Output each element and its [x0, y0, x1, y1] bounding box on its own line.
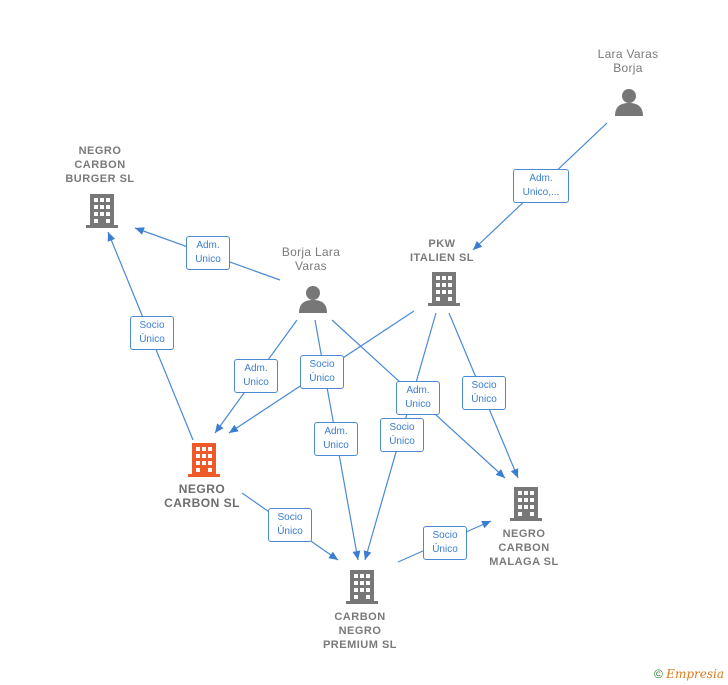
- node-label-carbon-negro-premium[interactable]: CARBON NEGRO PREMIUM SL: [322, 611, 398, 651]
- building-icon-highlighted: [188, 443, 220, 477]
- edge-label: Adm. Unico: [186, 236, 230, 270]
- edge-label: Socio Único: [268, 508, 312, 542]
- node-label-negro-carbon-malaga[interactable]: NEGRO CARBON MALAGA SL: [489, 528, 559, 568]
- node-label-borja-lara-varas[interactable]: Borja Lara Varas: [281, 245, 341, 273]
- node-label-negro-carbon[interactable]: NEGRO CARBON SL: [164, 482, 240, 510]
- footer-brand: © Empresia: [654, 667, 724, 681]
- node-label-lara-varas-borja[interactable]: Lara Varas Borja: [597, 47, 659, 75]
- person-icon: [615, 89, 643, 116]
- edge-label: Adm. Unico: [314, 422, 358, 456]
- edge-label: Socio Único: [380, 418, 424, 452]
- edge-label: Adm. Unico: [396, 381, 440, 415]
- edge-label: Socio Único: [130, 316, 174, 350]
- node-label-pkw-italien[interactable]: PKW ITALIEN SL: [409, 238, 475, 264]
- building-icon: [510, 487, 542, 521]
- brand-logo: Empresia: [666, 667, 724, 681]
- copyright-icon: ©: [653, 667, 663, 681]
- edge-label: Socio Único: [300, 355, 344, 389]
- node-label-negro-carbon-burger[interactable]: NEGRO CARBON BURGER SL: [65, 145, 135, 185]
- edge-label: Adm. Unico,...: [513, 169, 569, 203]
- edge-label: Socio Único: [462, 376, 506, 410]
- building-icon: [86, 194, 118, 228]
- edge-label: Adm. Unico: [234, 359, 278, 393]
- edge-label: Socio Único: [423, 526, 467, 560]
- building-icon: [346, 570, 378, 604]
- building-icon: [428, 272, 460, 306]
- person-icon: [299, 286, 327, 313]
